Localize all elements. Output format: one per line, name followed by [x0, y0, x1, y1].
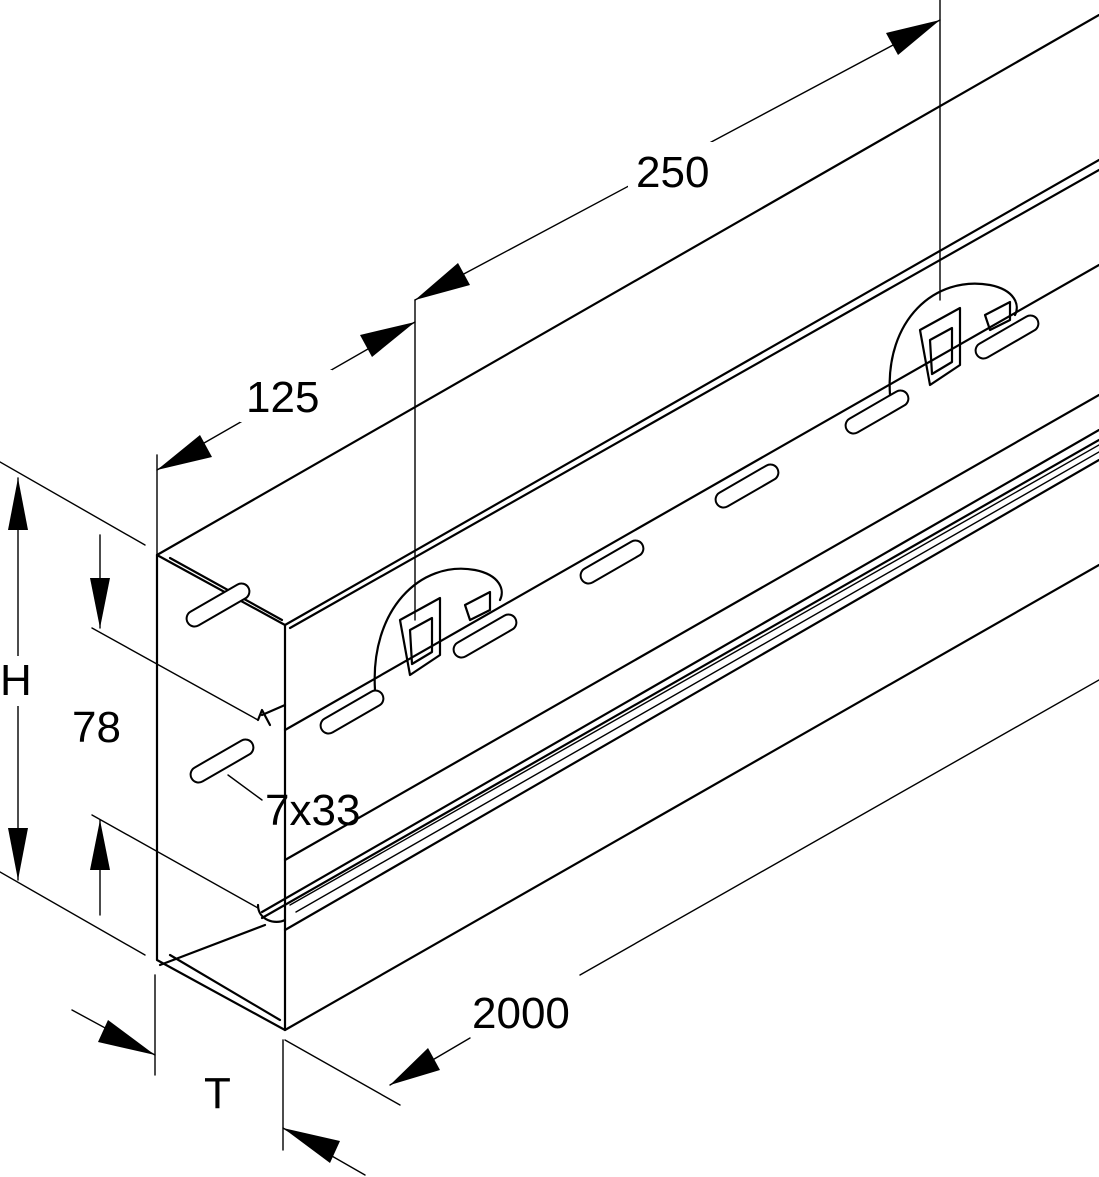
cover-clips [373, 282, 1018, 692]
dimension-slot: 7x33 [227, 774, 360, 835]
label-2000: 2000 [472, 989, 570, 1038]
label-250: 250 [636, 148, 709, 197]
slot [319, 689, 385, 735]
dimension-T: T [71, 974, 366, 1176]
slot [185, 582, 251, 628]
label-T: T [204, 1069, 231, 1118]
label-H: H [0, 656, 32, 705]
dimension-78: 78 [72, 534, 259, 916]
trunking-body [155, 13, 1099, 1032]
dimension-H: H [0, 461, 146, 956]
slot [452, 613, 518, 659]
slot [579, 539, 645, 585]
dimension-2000: 2000 [284, 679, 1099, 1106]
dimension-250: 250 [414, 0, 941, 301]
slots [185, 314, 1040, 784]
slot [844, 389, 910, 435]
label-7x33: 7x33 [265, 786, 360, 835]
slot [714, 463, 780, 509]
label-125: 125 [246, 373, 319, 422]
label-78: 78 [72, 703, 121, 752]
slot [189, 738, 255, 784]
slot [974, 314, 1040, 360]
dimension-125: 125 [156, 299, 416, 621]
